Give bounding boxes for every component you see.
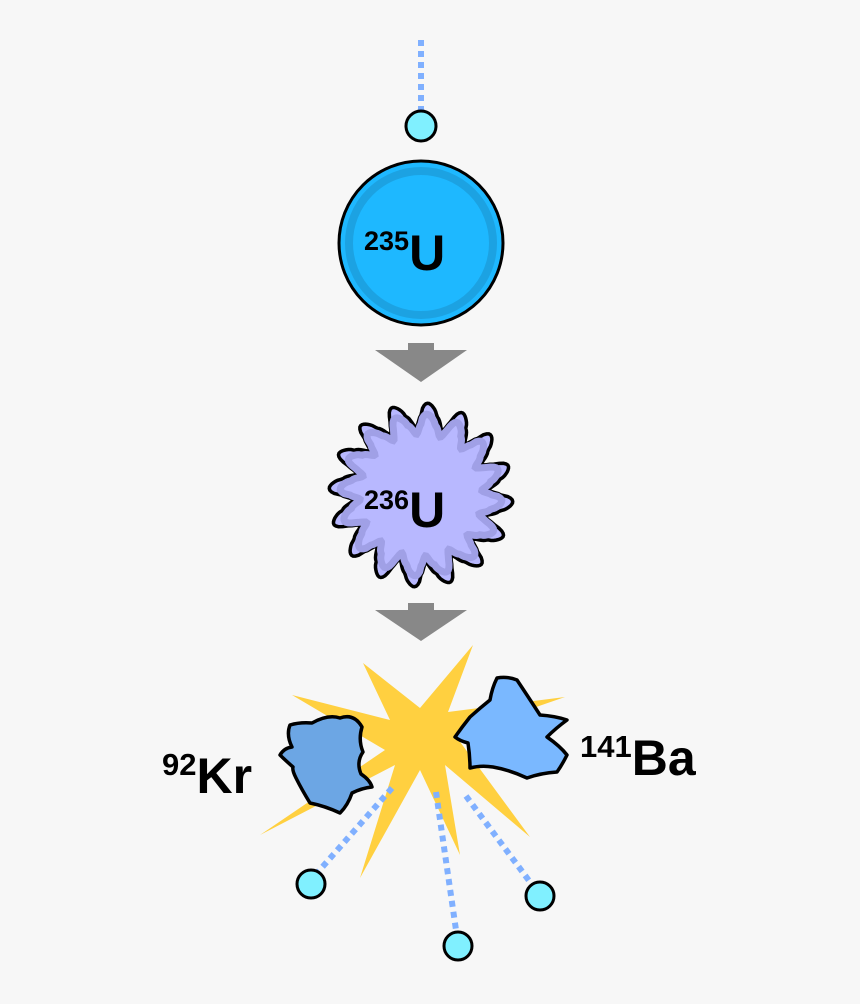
- u236-nucleus: 236U: [327, 401, 515, 589]
- u235-nucleus: 235U: [337, 159, 505, 327]
- kr92-fragment: [278, 714, 374, 815]
- emitted-neutron: [524, 880, 556, 912]
- arrow-down-icon: [375, 603, 467, 641]
- emitted-neutron: [295, 868, 327, 900]
- neutron-path: [433, 791, 459, 931]
- neutron-path: [315, 786, 395, 874]
- explosion: [260, 645, 565, 878]
- kr92-label: 92Kr: [162, 747, 252, 804]
- ba141-label: 141Ba: [580, 729, 697, 786]
- ba141-fragment: [453, 675, 569, 780]
- arrow-down-icon: [375, 343, 467, 382]
- u236-label: 236U: [364, 482, 445, 538]
- incoming-neutron: [404, 109, 438, 143]
- u235-label: 235U: [364, 225, 445, 281]
- neutron-path: [463, 794, 533, 884]
- emitted-neutron: [442, 930, 474, 962]
